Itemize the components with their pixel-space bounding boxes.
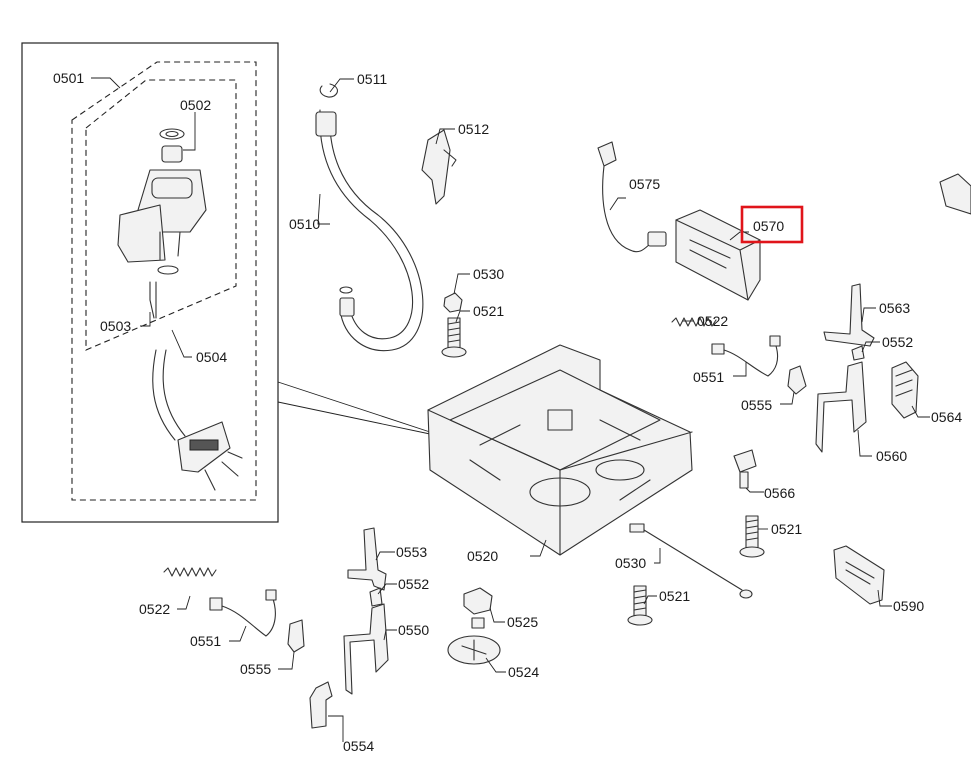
edge-part-partial <box>939 173 971 215</box>
bracket-part-0563 <box>823 283 875 347</box>
part-0590 <box>833 545 885 605</box>
label-0521-upper: 0521 <box>473 303 504 319</box>
label-0525: 0525 <box>507 614 538 630</box>
small-clip-part-upper <box>851 345 865 361</box>
label-0566: 0566 <box>764 485 795 501</box>
label-0553: 0553 <box>396 544 427 560</box>
label-0520: 0520 <box>467 548 498 564</box>
module-part-0564 <box>891 361 919 419</box>
bracket-part-0554 <box>309 681 333 729</box>
label-0521-lower: 0521 <box>659 588 690 604</box>
switch-part-upper <box>787 365 807 395</box>
clip-part-0512 <box>421 129 457 205</box>
disc-part-0524 <box>447 635 501 665</box>
screw-part-lower <box>627 585 653 626</box>
spring-part-upper <box>671 317 717 327</box>
base-sump-part <box>427 344 693 556</box>
label-0590: 0590 <box>893 598 924 614</box>
spring-part-lower <box>163 567 217 577</box>
supply-hose <box>152 349 176 441</box>
label-0554: 0554 <box>343 738 374 754</box>
sensor-cable-part-lower <box>209 589 277 637</box>
label-0555-upper: 0555 <box>741 397 772 413</box>
label-0575: 0575 <box>629 176 660 192</box>
part-0525 <box>463 587 493 629</box>
label-0522-lower: 0522 <box>139 601 170 617</box>
label-0564: 0564 <box>931 409 962 425</box>
mains-cable-part <box>597 141 667 253</box>
inset-frame <box>21 42 279 523</box>
label-0552-upper: 0552 <box>882 334 913 350</box>
switch-part-lower <box>287 619 305 653</box>
label-0521-right: 0521 <box>771 521 802 537</box>
label-0504: 0504 <box>196 349 227 365</box>
cable-part-lower <box>629 523 753 599</box>
label-0551-upper: 0551 <box>693 369 724 385</box>
label-0551-lower: 0551 <box>190 633 221 649</box>
control-module-part <box>675 209 761 301</box>
aquastop-valve-part <box>117 128 207 319</box>
inner-dashed-group-0504 <box>85 79 237 351</box>
drain-hose-part <box>315 83 424 352</box>
label-0552-lower: 0552 <box>398 576 429 592</box>
label-0511: 0511 <box>357 71 387 87</box>
hose-inlet-part <box>177 421 243 491</box>
highlight-box-0570 <box>740 205 804 244</box>
outer-dashed-group-0501 <box>71 61 257 501</box>
label-0503: 0503 <box>100 318 131 334</box>
nut-and-screw-part <box>441 292 467 358</box>
label-0522-upper: 0522 <box>697 313 728 329</box>
label-0530-upper: 0530 <box>473 266 504 282</box>
part-0566 <box>733 449 757 489</box>
label-0524: 0524 <box>508 664 539 680</box>
part-labels: 0501 0502 0503 0504 0511 0510 0512 0530 … <box>53 70 962 754</box>
leader-lines <box>91 77 930 742</box>
hose-assembly-inset <box>21 42 431 523</box>
label-0550: 0550 <box>398 622 429 638</box>
bracket-part-0553 <box>347 527 387 591</box>
label-0502: 0502 <box>180 97 211 113</box>
label-0555-lower: 0555 <box>240 661 271 677</box>
label-0501: 0501 <box>53 70 84 86</box>
label-0570: 0570 <box>753 218 784 234</box>
label-0510: 0510 <box>289 216 320 232</box>
label-0560: 0560 <box>876 448 907 464</box>
label-0530-lower: 0530 <box>615 555 646 571</box>
label-0512: 0512 <box>458 121 489 137</box>
screw-part-right <box>739 515 765 558</box>
bracket-part-0560 <box>815 361 867 453</box>
sensor-cable-part-upper <box>711 335 781 377</box>
label-0563: 0563 <box>879 300 910 316</box>
bracket-part-0550 <box>343 603 389 695</box>
